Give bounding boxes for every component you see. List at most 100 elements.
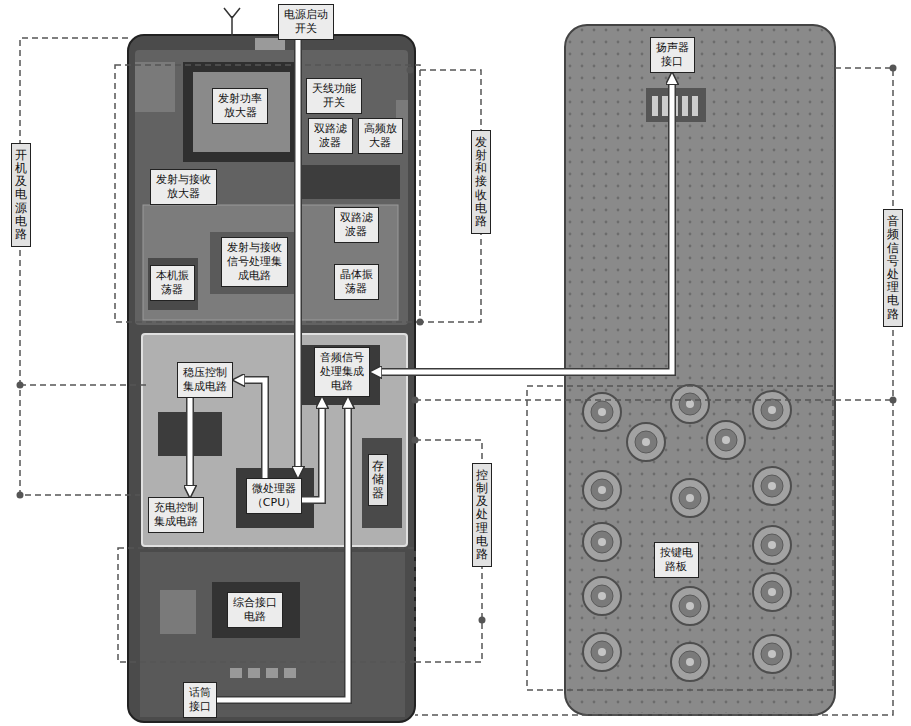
component-box: 充电控制集成电路 [148,497,204,533]
pad [284,668,296,678]
arrow-shaft [217,409,348,700]
group-label: 音频信号处理电路 [883,209,903,327]
component-label: 按键电路板 [659,546,694,574]
component-box: 音频信号处理集成电路 [314,347,370,396]
component-box: 晶体振荡器 [334,264,379,300]
component-label: 音频信号处理电路 [887,215,899,321]
component-box: 高频放大器 [358,118,403,154]
power-bracket [20,38,150,495]
memory-chip [362,438,402,528]
component-label: 双路滤波器 [313,122,348,150]
component-label: 晶体振荡器 [339,268,374,296]
component-label: 稳压控制集成电路 [182,366,228,394]
component-label: 发射与接收信号处理集成电路 [226,241,283,282]
group-brackets [17,38,897,715]
signal-arrow [302,409,322,500]
component-label: 双路滤波器 [339,211,374,239]
bracket-dot [890,397,897,404]
component-box: 发射与接收信号处理集成电路 [221,237,288,286]
oscillator-can [148,258,198,310]
component-label: 音频信号处理集成电路 [319,351,365,392]
component-label: 发射与接收放大器 [155,173,212,201]
component-box: 微处理器（CPU） [246,478,302,514]
pad [692,96,698,116]
component-box: 电源启动开关 [278,4,334,40]
pad [682,96,688,116]
component-box: 双路滤波器 [308,118,353,154]
arrow-shaft [302,409,322,500]
bracket-dot [412,437,419,444]
pad [230,668,242,678]
component-box: 稳压控制集成电路 [177,362,233,398]
arrow-shaft [382,85,672,372]
pad [662,96,668,116]
keypad-bracket [527,386,833,690]
component-label: 扬声器接口 [655,41,690,69]
pa-frame [183,62,300,162]
arrow-outline [302,409,322,500]
bracket-dot [412,397,419,404]
pad [652,96,658,116]
component-box: 话筒接口 [183,682,217,718]
chip [135,62,175,112]
component-label: 综合接口电路 [232,596,278,624]
component-box: 综合接口电路 [227,592,283,628]
pad [266,668,278,678]
main-board [128,8,415,722]
bracket-dot [890,65,897,72]
arrow-outline [245,380,265,478]
arrow-outline [382,85,672,372]
pad [248,668,260,678]
signal-arrow [382,85,672,372]
key-contacts [583,385,791,681]
rf-shield [135,50,408,325]
arrow-shaft [245,380,265,478]
component-label: 本机振荡器 [155,269,190,297]
signal-arrow [298,40,299,467]
audio-bracket [415,68,893,715]
control-bracket [118,548,415,662]
if-chip [210,232,296,294]
group-label: 存储器 [368,454,388,506]
component-label: 发射和接收电路 [475,136,487,228]
board-outline [128,35,415,722]
if-section [143,205,398,320]
component-box: 天线功能开关 [306,78,362,114]
component-box: 发射功率放大器 [212,88,268,124]
baseband-shield [142,334,407,546]
component-box: 本机振荡器 [150,265,195,301]
component-label: 开机及电源电路 [15,149,27,241]
arrow-outline [217,409,348,700]
bracket-dot [417,319,424,326]
arrow-outline [294,40,302,467]
component-box: 双路滤波器 [334,207,379,243]
bracket-dot [17,492,24,499]
bracket-dot [407,67,414,74]
component-label: 电源启动开关 [283,8,329,36]
signal-arrow [245,380,265,478]
chip [160,590,196,634]
component-label: 控制及处理电路 [476,469,488,561]
signal-arrow [217,409,348,700]
top-connector [255,38,285,50]
group-label: 开机及电源电路 [11,143,31,247]
rf-bracket [115,65,420,322]
audio-chip [300,345,380,405]
interface-chip [212,582,300,638]
component-label: 天线功能开关 [311,82,357,110]
component-label: 话筒接口 [188,686,212,714]
group-label: 控制及处理电路 [472,463,492,567]
pa-chip [193,72,290,152]
arrow-shaft [296,40,301,467]
antenna-symbol [224,8,240,36]
component-box: 扬声器接口 [650,37,695,73]
bracket-dot [17,382,24,389]
component-label: 高频放大器 [363,122,398,150]
interface-section [140,552,405,717]
component-label: 充电控制集成电路 [153,501,199,529]
chip [300,165,400,199]
component-box: 按键电路板 [654,542,699,578]
